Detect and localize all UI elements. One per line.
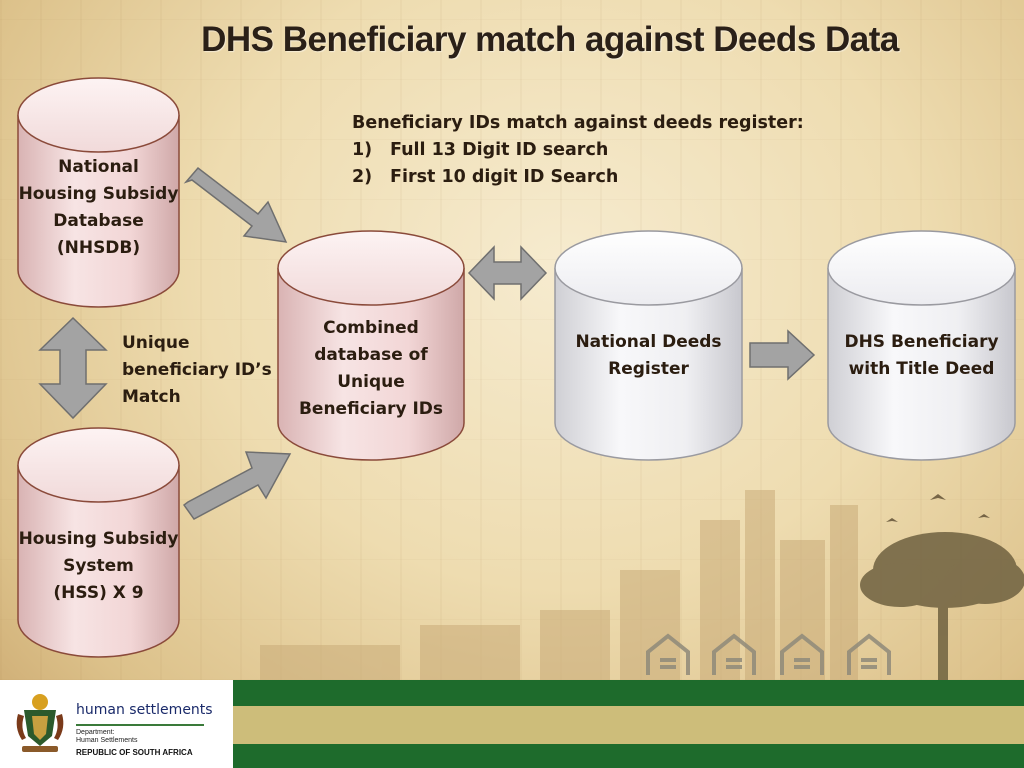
list-number: 2) — [352, 167, 373, 187]
arrow-hss-to-combined — [182, 451, 292, 520]
cylinder-label-line: Housing Subsidy — [18, 529, 179, 549]
database-shape — [17, 77, 180, 308]
cylinder-label-line: National — [58, 157, 139, 177]
label-line: Unique — [122, 333, 190, 353]
cylinder-label-line: DHS Beneficiary — [844, 332, 999, 352]
arrow-nhsdb-to-combined — [183, 166, 288, 243]
nhsdb-cylinder: National Housing Subsidy Database (NHSDB… — [17, 77, 180, 308]
cylinder-label-line: National Deeds — [575, 332, 722, 352]
arrow-deeds-to-dhs — [749, 329, 816, 381]
unique-id-match-label: Unique beneficiary ID’s Match — [122, 330, 272, 411]
footer-stripe-tan — [233, 706, 1024, 744]
brand-name: human settlements — [76, 702, 213, 718]
arrow-combined-deeds-link — [467, 245, 548, 301]
skyline-illustration — [260, 490, 1024, 680]
cylinder-label-line: Unique — [337, 372, 405, 392]
list-text: First 10 digit ID Search — [390, 167, 619, 187]
footer-bar: human settlements Department: Human Sett… — [0, 680, 1024, 768]
list-item: 2) First 10 digit ID Search — [352, 164, 804, 191]
hss-cylinder: Housing Subsidy System (HSS) X 9 — [17, 427, 180, 658]
department-name: Human Settlements — [76, 737, 138, 744]
cylinder-label-line: Beneficiary IDs — [298, 399, 444, 419]
database-shape — [17, 427, 180, 658]
brand-divider — [76, 724, 204, 726]
coat-of-arms-icon — [16, 694, 64, 752]
notes-heading: Beneficiary IDs match against deeds regi… — [352, 113, 804, 133]
database-shape — [554, 230, 743, 461]
database-shape — [827, 230, 1016, 461]
cylinder-label-line: System — [63, 556, 134, 576]
list-text: Full 13 Digit ID search — [390, 140, 609, 160]
cylinder-label-line: Register — [608, 359, 689, 379]
dhs-beneficiary-cylinder: DHS Beneficiary with Title Deed — [827, 230, 1016, 461]
arrow-layer — [38, 166, 816, 520]
footer-stripe-green — [233, 680, 1024, 706]
deeds-register-cylinder: National Deeds Register — [554, 230, 743, 461]
country-name: REPUBLIC OF SOUTH AFRICA — [76, 748, 193, 757]
label-line: Match — [122, 387, 181, 407]
label-line: beneficiary ID’s — [122, 360, 272, 380]
list-number: 1) — [352, 140, 373, 160]
cylinder-label-line: Combined — [323, 318, 419, 338]
cylinder-label-line: with Title Deed — [848, 359, 995, 379]
list-item: 1) Full 13 Digit ID search — [352, 137, 804, 164]
cylinder-label-line: Housing Subsidy — [18, 184, 179, 204]
page-title: DHS Beneficiary match against Deeds Data — [201, 20, 899, 59]
department-label: Department: — [76, 729, 115, 736]
footer-stripe-green — [233, 744, 1024, 768]
cylinder-label-line: (NHSDB) — [56, 238, 141, 258]
arrow-unique-id-match — [38, 316, 108, 420]
combined-database-cylinder: Combined database of Unique Beneficiary … — [277, 230, 465, 461]
database-shape — [277, 230, 465, 461]
cylinder-label-line: Database — [53, 211, 144, 231]
cylinder-label-line: database of — [314, 345, 428, 365]
department-logo: human settlements Department: Human Sett… — [0, 680, 233, 768]
match-criteria-notes: Beneficiary IDs match against deeds regi… — [352, 110, 804, 191]
cylinder-label-line: (HSS) X 9 — [53, 583, 144, 603]
